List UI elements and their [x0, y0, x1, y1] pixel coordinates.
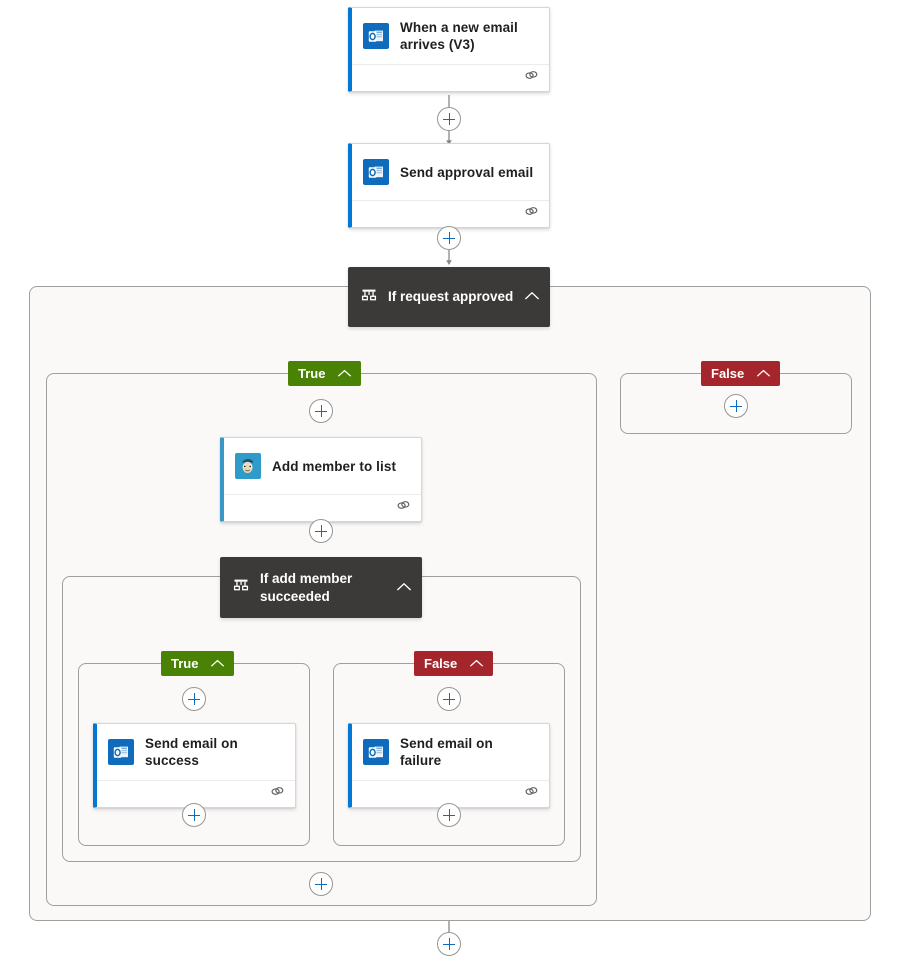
outlook-icon — [363, 739, 389, 765]
branch-badge-inner-true[interactable]: True — [161, 651, 235, 676]
action-title: Add member to list — [272, 458, 397, 474]
add-step-button-inner-false-top[interactable] — [437, 687, 461, 711]
action-card-add-member-to-list[interactable]: Add member to list — [220, 437, 422, 522]
add-step-button-after-trigger[interactable] — [437, 107, 461, 131]
branch-badge-outer-true[interactable]: True — [288, 361, 362, 386]
outlook-icon — [363, 159, 389, 185]
condition-header-if-add-member-succeeded[interactable]: If add member succeeded — [220, 557, 422, 618]
outlook-icon — [108, 739, 134, 765]
branch-badge-outer-false[interactable]: False — [701, 361, 781, 386]
card-header: Send approval email — [352, 144, 549, 200]
add-step-button-outer-false[interactable] — [724, 394, 748, 418]
peek-code-icon[interactable] — [270, 785, 285, 803]
add-step-button-inner-true-bottom[interactable] — [182, 803, 206, 827]
peek-code-icon[interactable] — [396, 499, 411, 517]
card-header: Send email on success — [97, 724, 295, 780]
branch-label: False — [424, 656, 458, 671]
card-footer — [97, 780, 295, 807]
chevron-up-icon[interactable] — [210, 656, 225, 671]
branch-label: True — [171, 656, 199, 671]
outlook-icon — [363, 23, 389, 49]
card-header: Add member to list — [224, 438, 421, 494]
condition-header-if-request-approved[interactable]: If request approved — [348, 267, 550, 327]
chevron-up-icon[interactable] — [524, 288, 540, 306]
action-card-send-approval-email[interactable]: Send approval email — [348, 143, 550, 228]
branch-badge-inner-false[interactable]: False — [414, 651, 494, 676]
chevron-up-icon[interactable] — [469, 656, 484, 671]
condition-title: If add member succeeded — [260, 570, 353, 604]
add-step-button-inner-false-bottom[interactable] — [437, 803, 461, 827]
condition-title: If request approved — [388, 289, 514, 304]
peek-code-icon[interactable] — [524, 785, 539, 803]
condition-icon — [232, 576, 250, 599]
action-title: Send approval email — [400, 164, 534, 180]
action-card-send-email-on-success[interactable]: Send email on success — [93, 723, 296, 808]
chevron-up-icon[interactable] — [337, 366, 352, 381]
action-title: Send email on success — [145, 736, 238, 768]
mailchimp-icon — [235, 453, 261, 479]
condition-icon — [360, 286, 378, 309]
action-card-trigger[interactable]: When a new email arrives (V3) — [348, 7, 550, 92]
card-footer — [352, 200, 549, 227]
add-step-button-outer-true-top[interactable] — [309, 399, 333, 423]
card-footer — [352, 780, 549, 807]
action-title: When a new email arrives (V3) — [400, 20, 518, 52]
card-header: When a new email arrives (V3) — [352, 8, 549, 64]
chevron-up-icon[interactable] — [396, 579, 412, 597]
action-title: Send email on failure — [400, 736, 493, 768]
chevron-up-icon[interactable] — [756, 366, 771, 381]
card-footer — [224, 494, 421, 521]
peek-code-icon[interactable] — [524, 69, 539, 87]
branch-label: False — [711, 366, 745, 381]
branch-label: True — [298, 366, 326, 381]
add-step-button-after-condition[interactable] — [437, 932, 461, 956]
add-step-button-outer-true-bottom[interactable] — [309, 872, 333, 896]
action-card-send-email-on-failure[interactable]: Send email on failure — [348, 723, 550, 808]
add-step-button-inner-true-top[interactable] — [182, 687, 206, 711]
card-footer — [352, 64, 549, 91]
add-step-button-after-send-approval[interactable] — [437, 226, 461, 250]
card-header: Send email on failure — [352, 724, 549, 780]
add-step-button-after-add-member[interactable] — [309, 519, 333, 543]
peek-code-icon[interactable] — [524, 205, 539, 223]
